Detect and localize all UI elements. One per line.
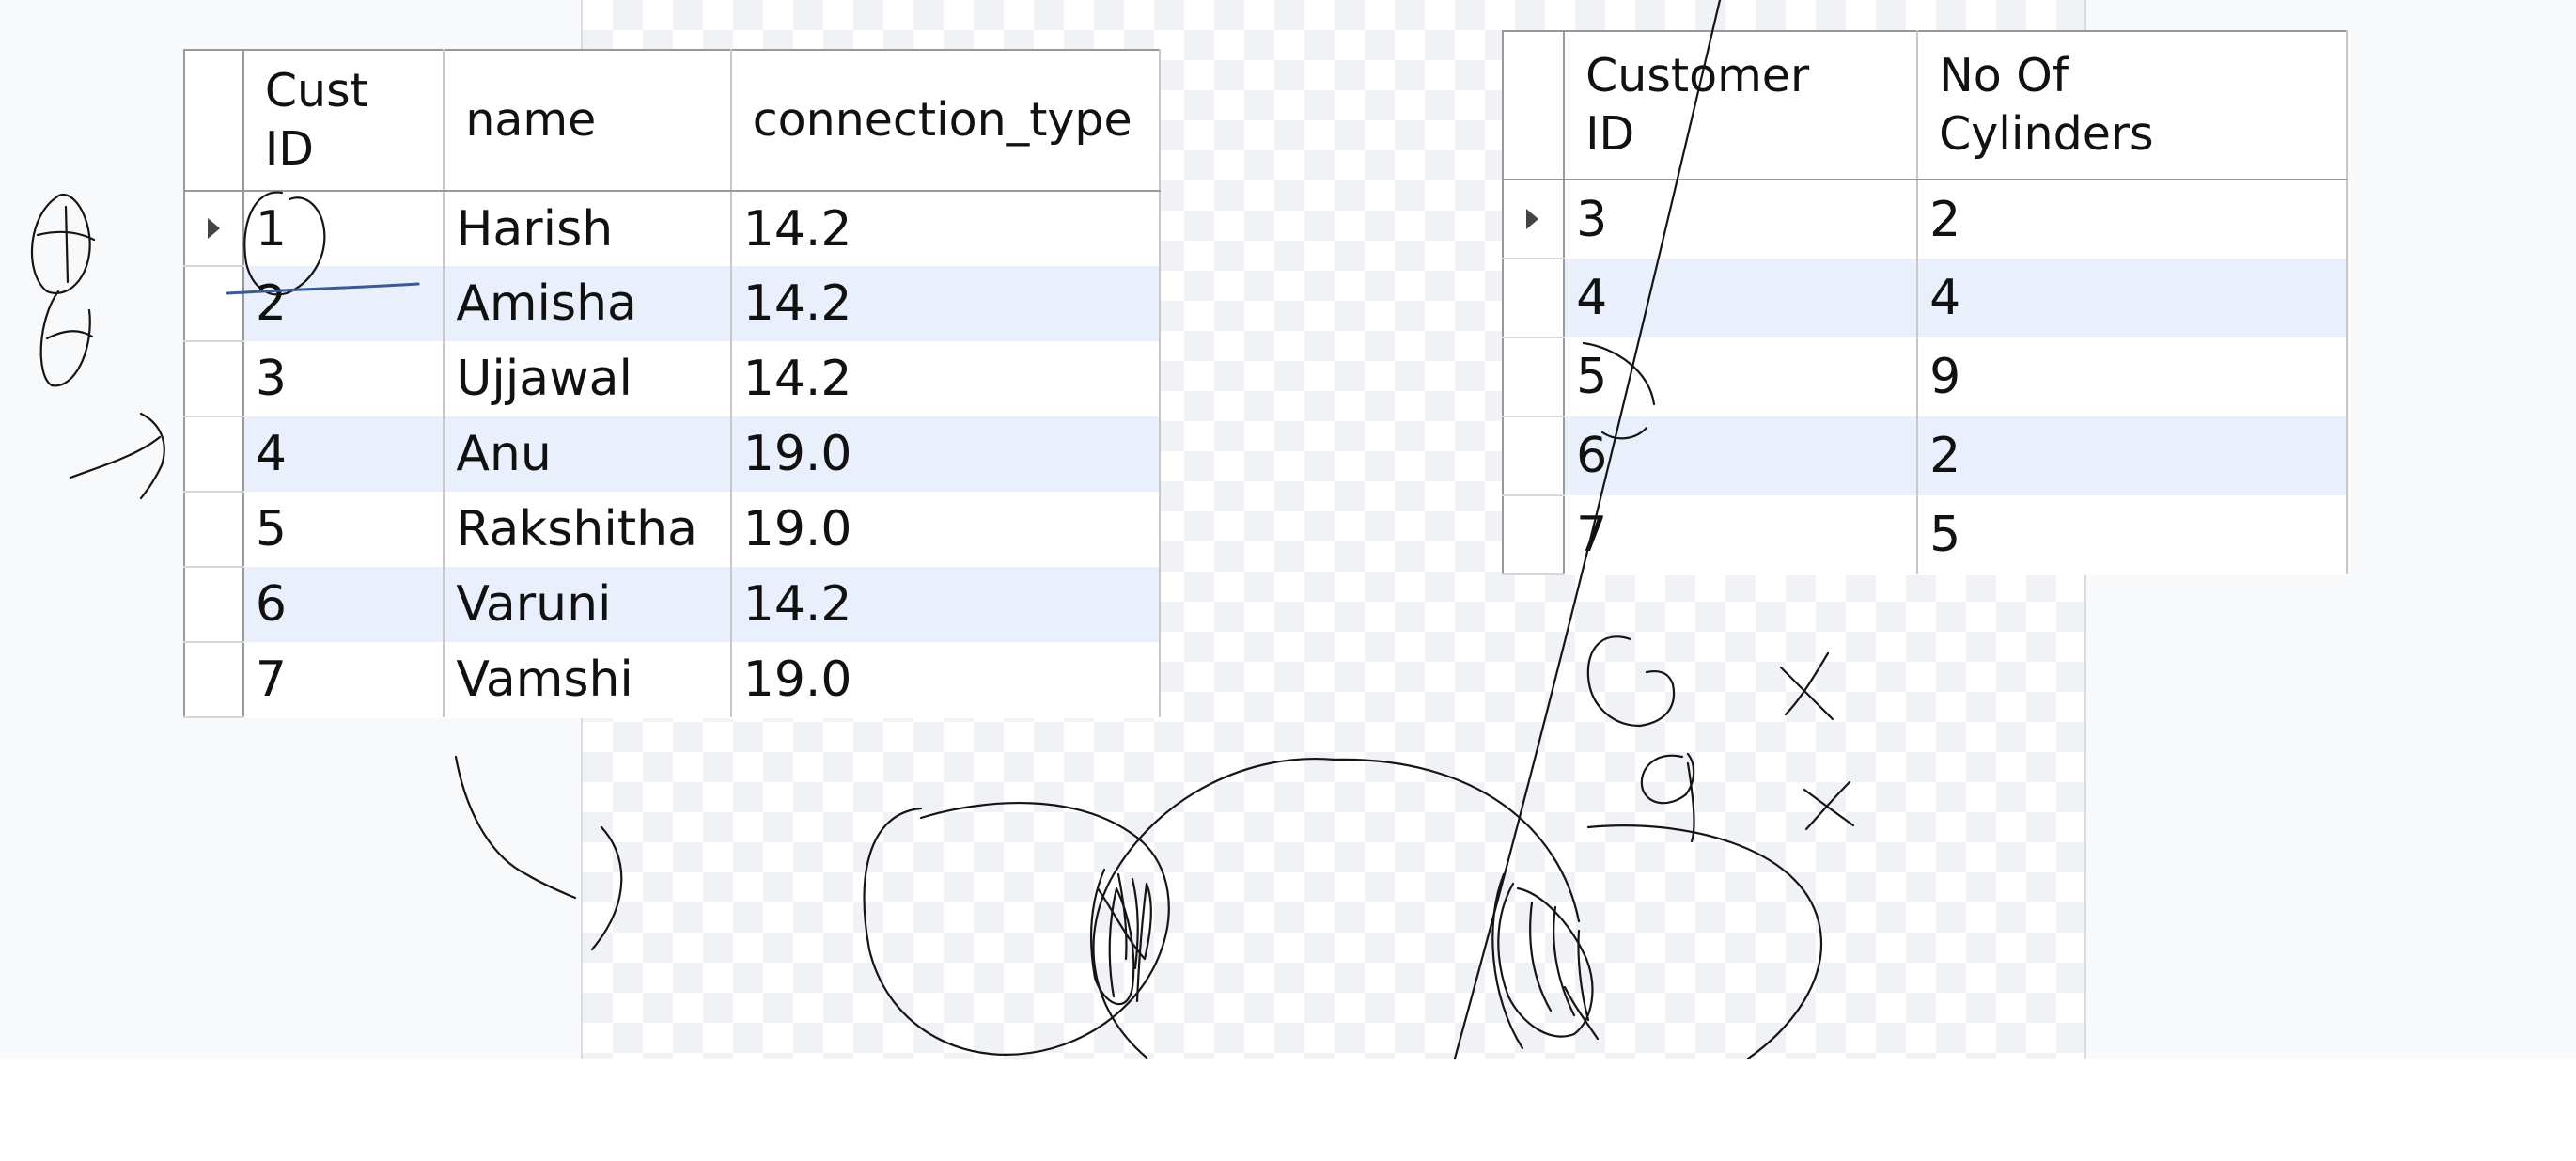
cell-no-of-cylinders[interactable]: 9 [1917,337,2348,416]
row-selector[interactable] [1503,337,1566,417]
cylinders-grid: Customer ID No Of Cylinders 3 2 4 4 5 9 … [1502,30,2348,575]
cell-cust-id[interactable]: 3 [242,341,445,416]
grid-header-row: Customer ID No Of Cylinders [1503,31,2348,180]
cell-connection-type[interactable]: 19.0 [730,642,1162,717]
header-selector-cell [184,50,244,192]
cell-no-of-cylinders[interactable]: 5 [1917,495,2348,574]
column-header-cust-id[interactable]: Cust ID [242,50,445,192]
current-row-arrow-icon [208,218,220,239]
cell-cust-id[interactable]: 4 [242,416,445,492]
column-header-connection-type[interactable]: connection_type [730,50,1162,192]
cell-name[interactable]: Anu [444,416,732,492]
cell-cust-id[interactable]: 5 [242,492,445,567]
table-row[interactable]: 3 Ujjawal 14.2 [184,341,1162,417]
row-selector[interactable] [184,642,244,718]
cell-customer-id[interactable]: 4 [1564,259,1919,337]
column-header-label: connection_type [752,93,1132,147]
grid-header-row: Cust ID name connection_type [184,50,1162,192]
column-header-customer-id[interactable]: Customer ID [1564,31,1919,180]
cell-customer-id[interactable]: 6 [1564,416,1919,495]
row-selector[interactable] [184,567,244,643]
table-row[interactable]: 4 Anu 19.0 [184,416,1162,493]
cell-cust-id[interactable]: 2 [242,266,445,341]
cell-cust-id[interactable]: 7 [242,642,445,717]
row-selector[interactable] [1503,416,1566,496]
table-row[interactable]: 7 5 [1503,495,2348,575]
cell-name[interactable]: Ujjawal [444,341,732,416]
current-row-arrow-icon [1526,209,1538,229]
table-row[interactable]: 3 2 [1503,180,2348,259]
table-row[interactable]: 5 9 [1503,337,2348,417]
row-selector[interactable] [184,416,244,493]
ink-mark-number-sketch [30,193,96,387]
cell-connection-type[interactable]: 14.2 [730,266,1162,341]
cell-connection-type[interactable]: 14.2 [730,567,1162,642]
cell-connection-type[interactable]: 19.0 [730,492,1162,567]
row-selector[interactable] [184,191,244,267]
header-selector-cell [1503,31,1566,180]
cell-connection-type[interactable]: 19.0 [730,416,1162,492]
cell-name[interactable]: Vamshi [444,642,732,717]
customers-grid: Cust ID name connection_type 1 Harish 14… [183,49,1162,718]
cell-name[interactable]: Harish [444,191,732,266]
table-row[interactable]: 7 Vamshi 19.0 [184,642,1162,718]
cell-cust-id[interactable]: 6 [242,567,445,642]
column-header-label: Customer ID [1585,49,1810,161]
column-header-no-of-cylinders[interactable]: No Of Cylinders [1917,31,2348,180]
column-header-name[interactable]: name [444,50,732,192]
cell-no-of-cylinders[interactable]: 4 [1917,259,2348,337]
ink-mark-arrow-left [69,412,165,500]
column-header-label: Cust ID [264,64,368,176]
cell-no-of-cylinders[interactable]: 2 [1917,416,2348,495]
row-selector[interactable] [184,266,244,342]
column-header-label: No Of Cylinders [1939,49,2154,161]
row-selector[interactable] [1503,259,1566,338]
row-selector[interactable] [1503,180,1566,259]
cell-cust-id[interactable]: 1 [242,191,445,266]
column-header-label: name [465,93,597,147]
table-row[interactable]: 4 4 [1503,259,2348,338]
row-selector[interactable] [184,492,244,568]
cell-customer-id[interactable]: 3 [1564,180,1919,259]
table-row[interactable]: 6 Varuni 14.2 [184,567,1162,643]
table-row[interactable]: 1 Harish 14.2 [184,191,1162,267]
cell-name[interactable]: Rakshitha [444,492,732,567]
cell-name[interactable]: Varuni [444,567,732,642]
table-row[interactable]: 5 Rakshitha 19.0 [184,492,1162,568]
table-row[interactable]: 6 2 [1503,416,2348,496]
canvas-margin [0,1059,2576,1161]
cell-connection-type[interactable]: 14.2 [730,341,1162,416]
cell-no-of-cylinders[interactable]: 2 [1917,180,2348,259]
table-row[interactable]: 2 Amisha 14.2 [184,266,1162,342]
cell-customer-id[interactable]: 5 [1564,337,1919,416]
row-selector[interactable] [184,341,244,417]
cell-name[interactable]: Amisha [444,266,732,341]
cell-customer-id[interactable]: 7 [1564,495,1919,574]
cell-connection-type[interactable]: 14.2 [730,191,1162,266]
row-selector[interactable] [1503,495,1566,575]
